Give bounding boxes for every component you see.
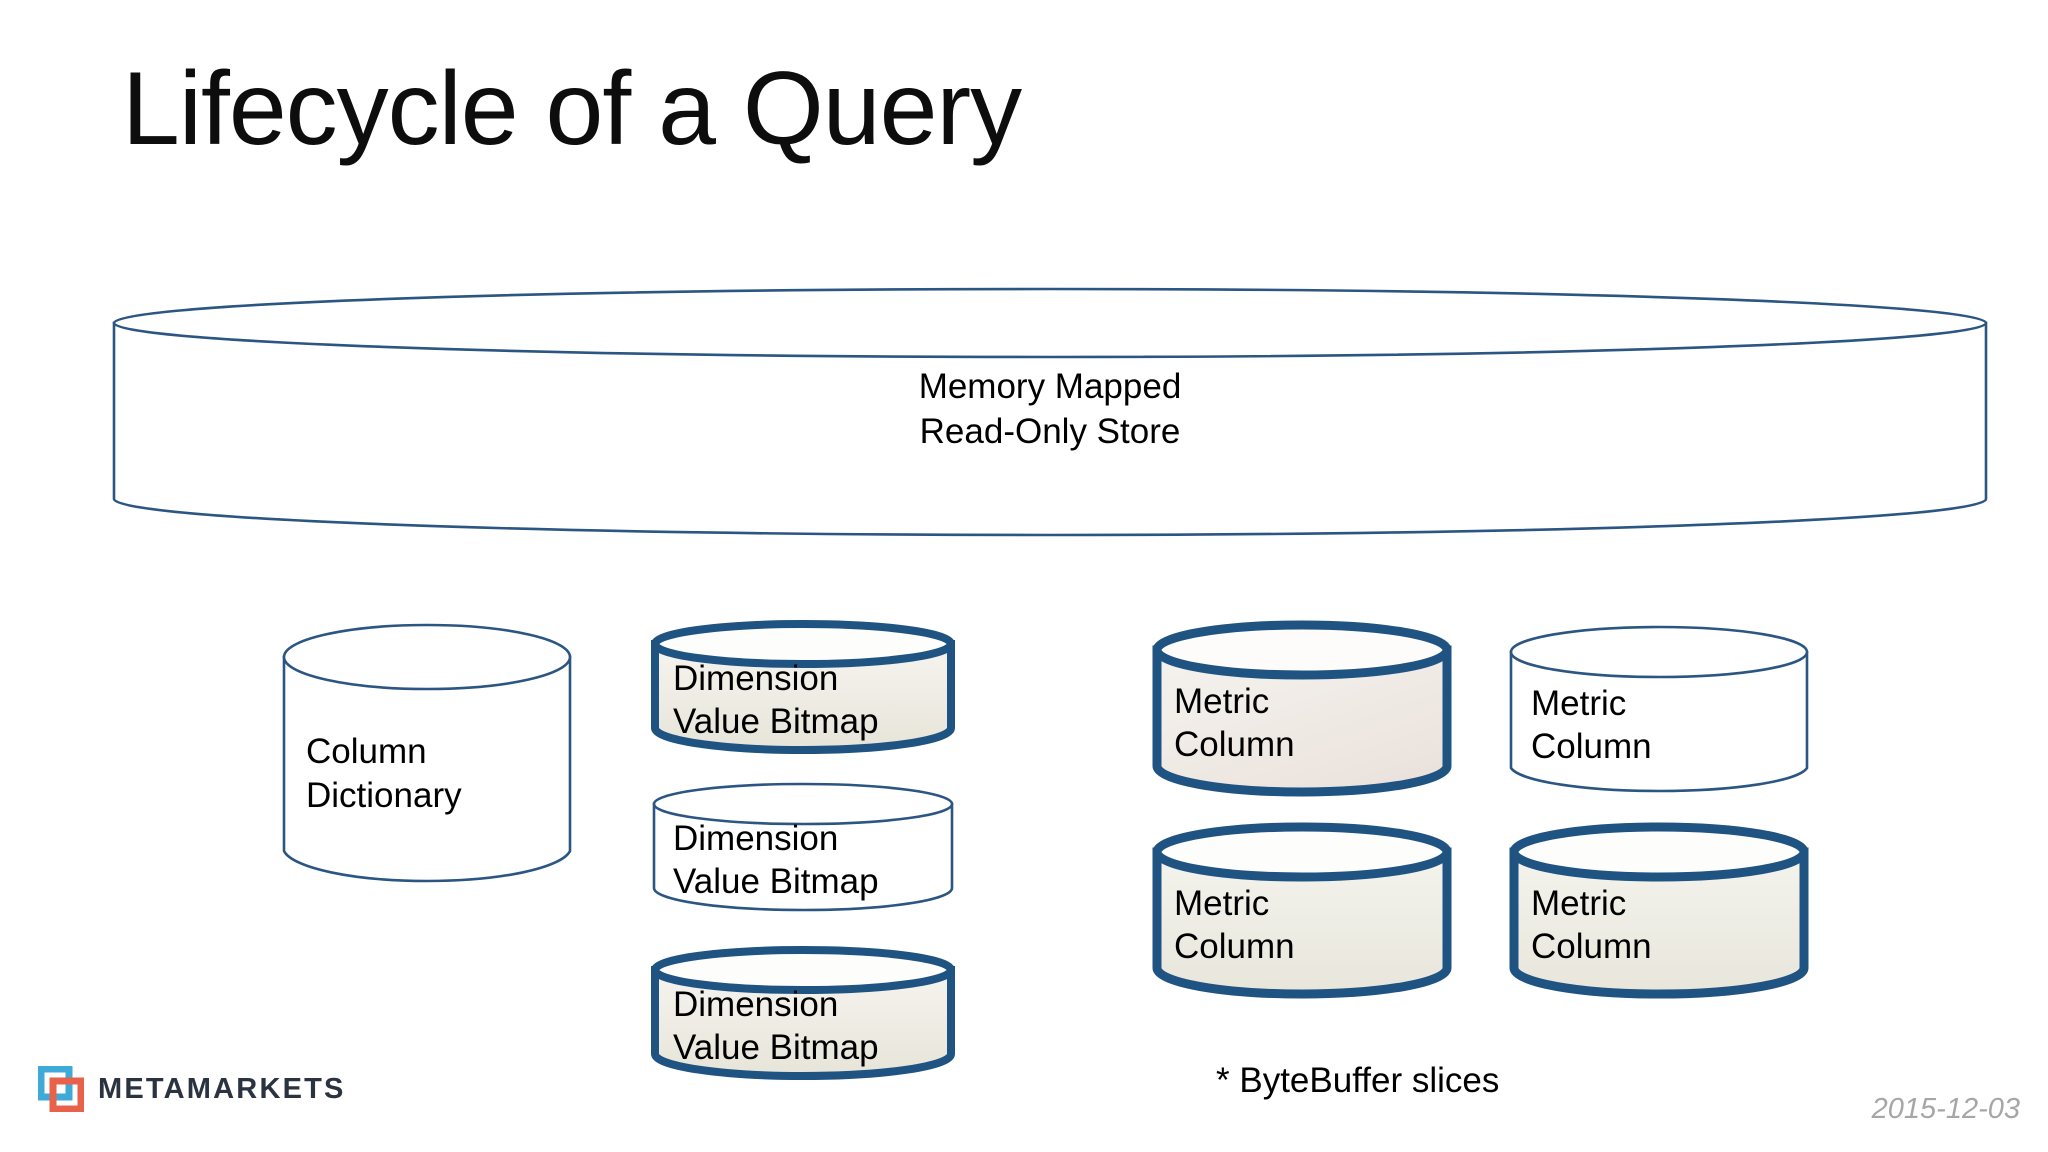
metamarkets-logo: METAMARKETS — [37, 1065, 346, 1113]
slide-date: 2015-12-03 — [1871, 1093, 2020, 1125]
cylinder-shape-icon — [282, 623, 572, 883]
bytebuffer-footnote: * ByteBuffer slices — [1216, 1061, 1500, 1100]
metamarkets-squares-icon — [37, 1065, 85, 1113]
cylinder-shape-icon — [651, 946, 955, 1080]
cylinder-shape-icon — [1152, 822, 1452, 999]
dimension-value-bitmap-cylinder-2: Dimension Value Bitmap — [651, 780, 955, 912]
page-title: Lifecycle of a Query — [122, 51, 1022, 167]
cylinder-shape-icon — [652, 782, 954, 912]
metric-column-cylinder-3: Metric Column — [1152, 822, 1452, 1000]
cylinder-shape-icon — [112, 287, 1988, 537]
metric-column-cylinder-2: Metric Column — [1509, 622, 1809, 800]
memory-mapped-store-cylinder: Memory Mapped Read-Only Store — [112, 287, 1988, 537]
cylinder-shape-icon — [1152, 620, 1452, 797]
column-dictionary-cylinder: Column Dictionary — [282, 623, 572, 887]
cylinder-shape-icon — [1509, 822, 1809, 999]
dimension-value-bitmap-cylinder-1: Dimension Value Bitmap — [651, 620, 955, 754]
metamarkets-wordmark: METAMARKETS — [98, 1072, 346, 1105]
cylinder-shape-icon — [651, 620, 955, 754]
logo-squares-svg — [37, 1065, 85, 1113]
metric-column-cylinder-4: Metric Column — [1509, 822, 1809, 1000]
cylinder-shape-icon — [1509, 625, 1809, 793]
dimension-value-bitmap-cylinder-3: Dimension Value Bitmap — [651, 946, 955, 1080]
metric-column-cylinder-1: Metric Column — [1152, 620, 1452, 798]
